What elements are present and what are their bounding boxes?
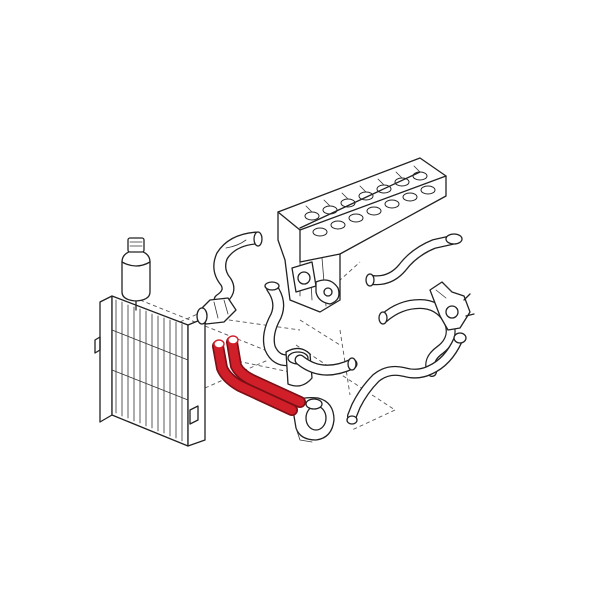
- pump-pipe: [294, 354, 358, 376]
- lower-radiator-hose: [212, 335, 306, 416]
- upper-radiator-hose: [213, 231, 263, 307]
- bypass-hose: [262, 281, 296, 367]
- thermostat-housing: [196, 297, 237, 325]
- water-pump: [285, 347, 335, 443]
- cylinder-head: [277, 157, 447, 313]
- expansion-tank: [121, 237, 151, 311]
- heater-hoses: [346, 233, 475, 425]
